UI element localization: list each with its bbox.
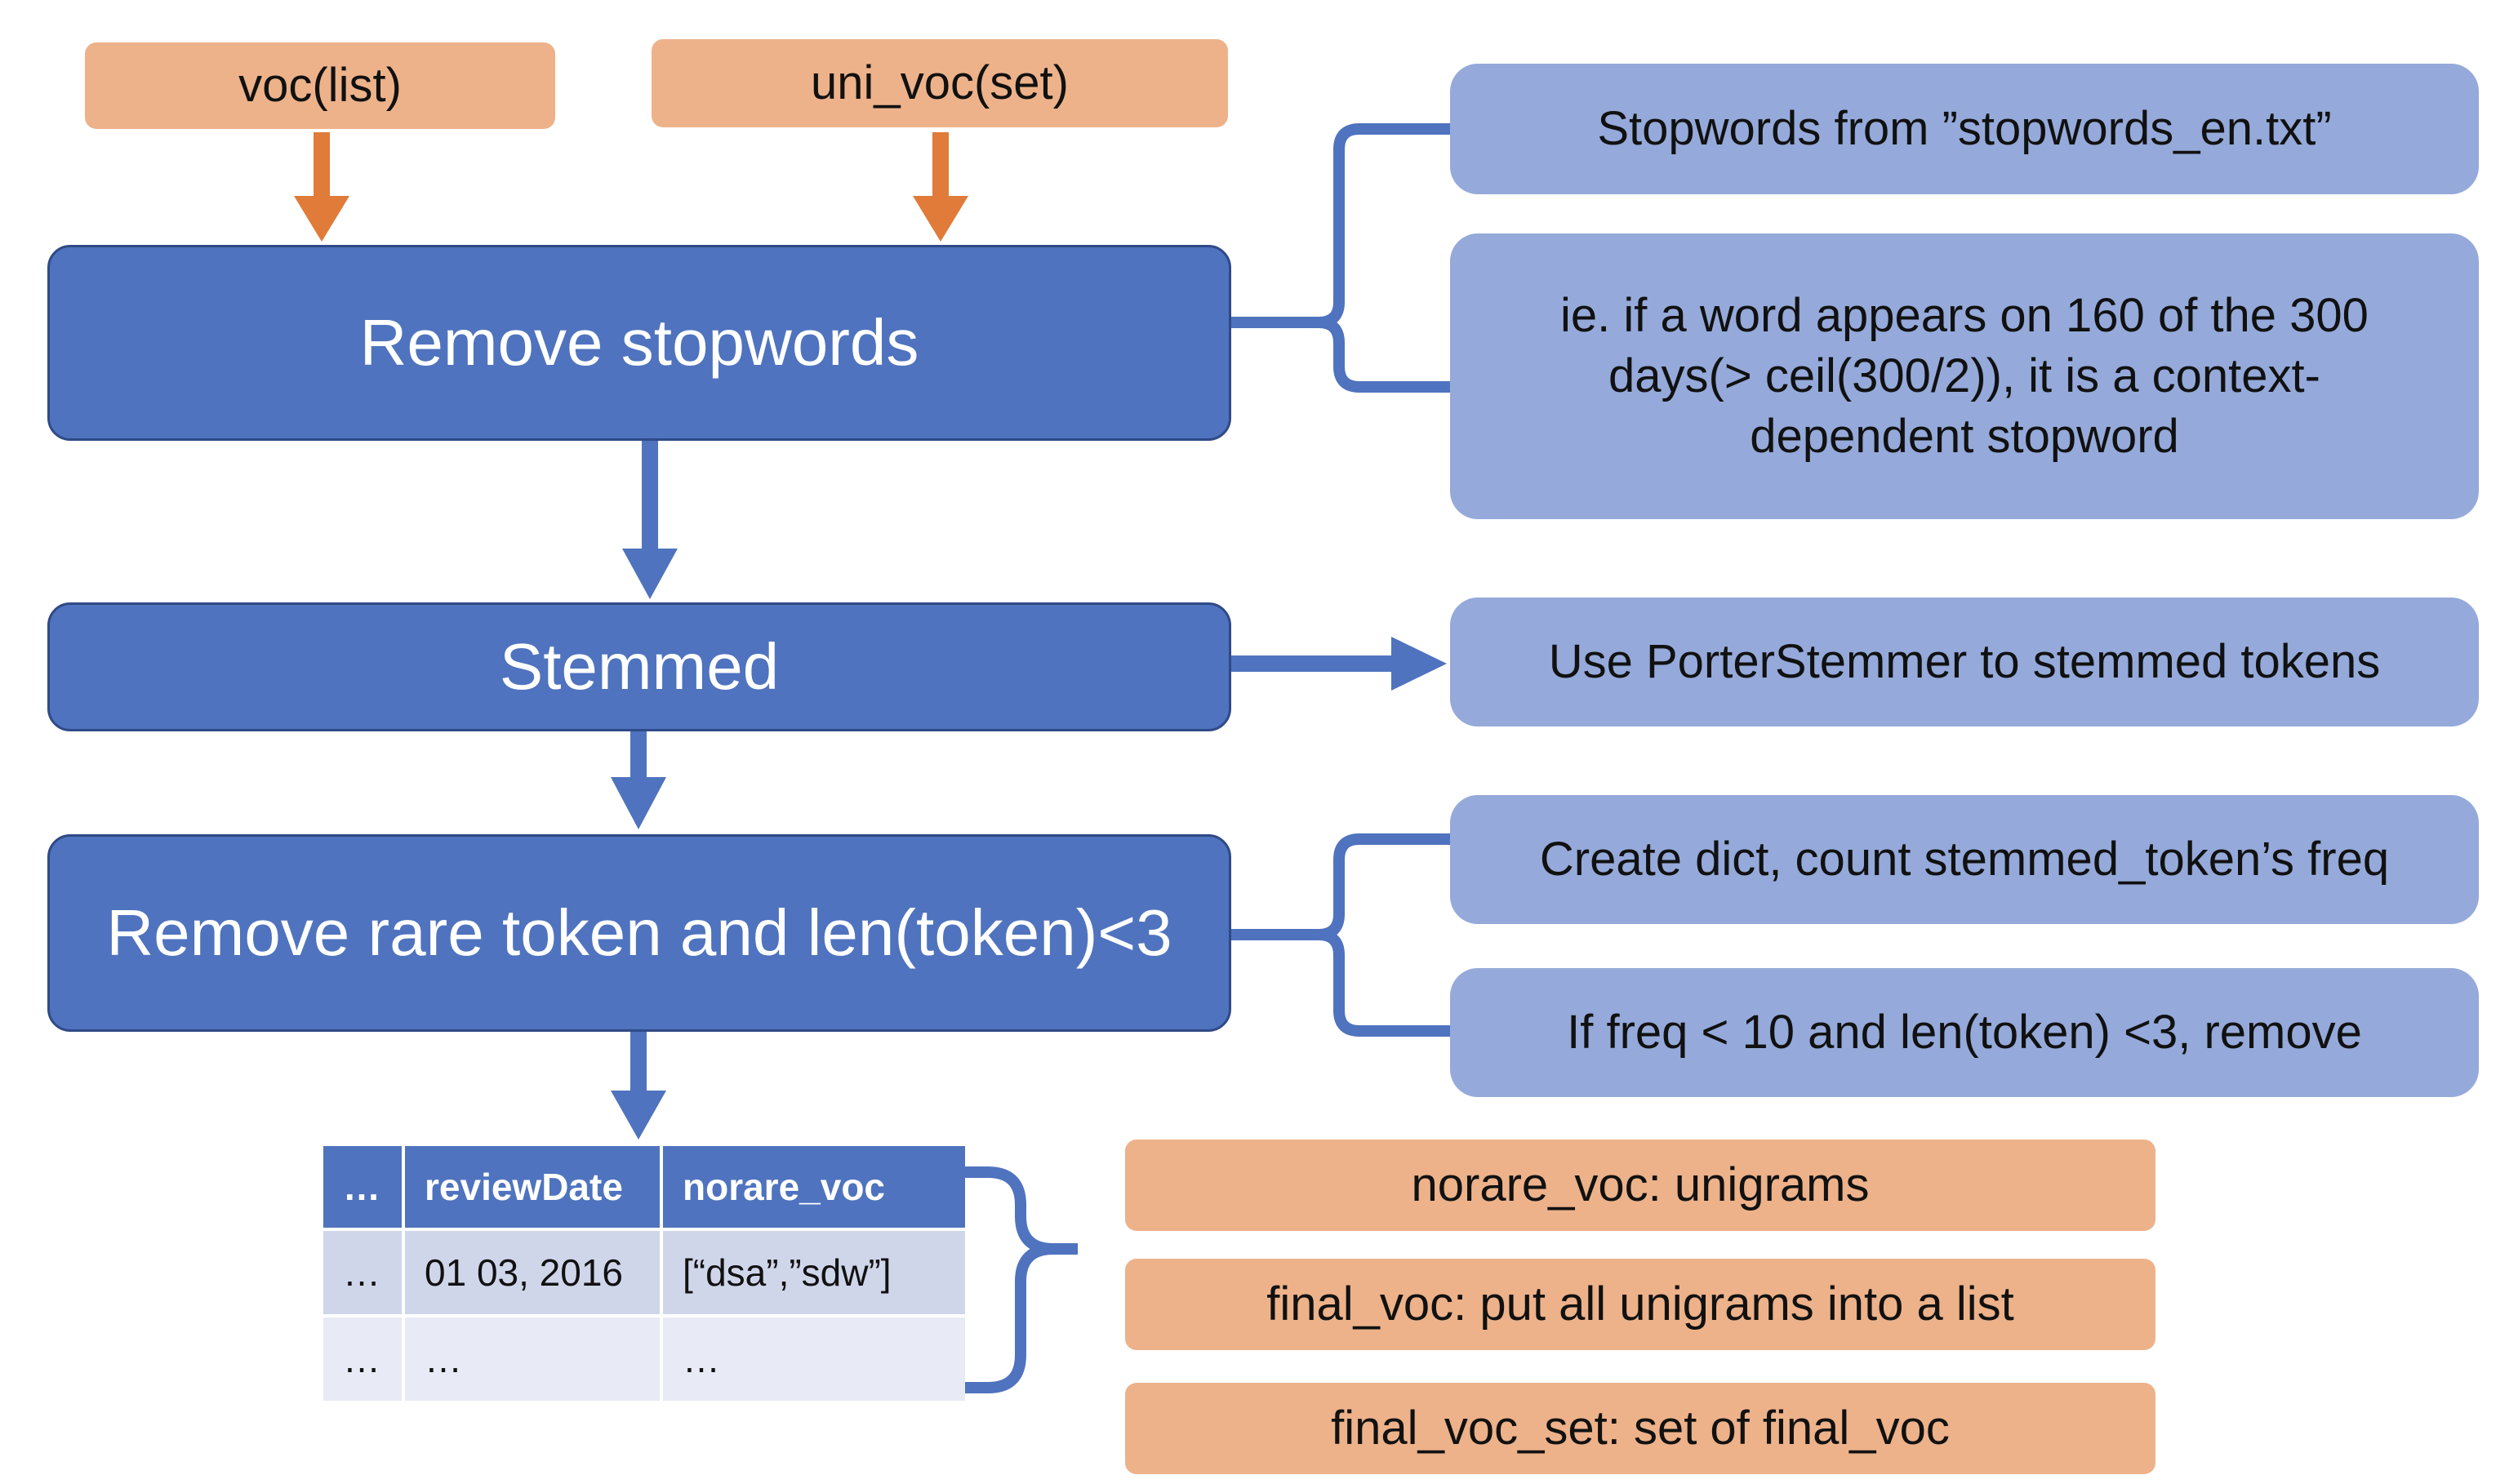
context-stopword-text: ie. if a word appears on 160 of the 300 …: [1560, 288, 2369, 464]
context-stopword-note: ie. if a word appears on 160 of the 300 …: [1450, 233, 2479, 519]
arrow-shaft-2: [630, 730, 647, 779]
brackets: [965, 123, 1450, 1393]
stopwords-file-note: Stopwords from ”stopwords_en.txt”: [1450, 64, 2479, 194]
bracket-stopwords: [1231, 123, 1450, 393]
header-ellipsis: …: [323, 1146, 402, 1228]
stopwords-file-text: Stopwords from ”stopwords_en.txt”: [1597, 101, 2332, 155]
arrow-head-3: [611, 1091, 666, 1140]
arrow-shaft-1: [642, 439, 658, 550]
norare-voc-output: norare_voc: unigrams: [1125, 1140, 2155, 1231]
arrow-shaft-right: [1230, 655, 1393, 672]
stemmed-step: Stemmed: [47, 602, 1231, 731]
voc-arrow-shaft: [314, 132, 330, 198]
arrow-shaft-3: [630, 1030, 647, 1092]
flow-arrows: [611, 439, 1447, 1140]
input-arrows: [294, 132, 968, 242]
header-review-date: reviewDate: [405, 1146, 660, 1228]
arrow-head-right: [1391, 637, 1447, 691]
freq-rule-note: If freq < 10 and len(token) <3, remove: [1450, 968, 2479, 1097]
header-norare-voc: norare_voc: [663, 1146, 965, 1228]
voc-input: voc(list): [85, 42, 555, 129]
uni-voc-arrow-head: [913, 196, 968, 242]
remove-rare-step: Remove rare token and len(token)<3: [47, 834, 1231, 1032]
arrow-head-1: [622, 549, 678, 599]
norare-voc-output-text: norare_voc: unigrams: [1411, 1157, 1870, 1211]
arrow-head-2: [611, 777, 666, 829]
final-voc-set-output-text: final_voc_set: set of final_voc: [1331, 1401, 1950, 1455]
table-cell: [“dsa”,”sdw”]: [663, 1231, 965, 1314]
bracket-rare: [1231, 833, 1450, 1037]
final-voc-output: final_voc: put all unigrams into a list: [1125, 1259, 2155, 1350]
table-cell: …: [405, 1317, 660, 1401]
uni-voc-arrow-shaft: [932, 132, 949, 198]
table-header-row: … reviewDate norare_voc: [323, 1146, 965, 1228]
porter-stemmer-text: Use PorterStemmer to stemmed tokens: [1548, 634, 2381, 688]
table-cell: …: [663, 1317, 965, 1401]
table-cell: …: [323, 1317, 402, 1401]
table-row: … … …: [323, 1317, 965, 1401]
bracket-table: [965, 1166, 1078, 1393]
table-row: … 01 03, 2016 [“dsa”,”sdw”]: [323, 1231, 965, 1314]
table-cell: 01 03, 2016: [405, 1231, 660, 1314]
remove-stopwords-label: Remove stopwords: [359, 305, 919, 379]
final-voc-set-output: final_voc_set: set of final_voc: [1125, 1383, 2155, 1474]
review-table: … reviewDate norare_voc … 01 03, 2016 [“…: [320, 1143, 968, 1404]
porter-stemmer-note: Use PorterStemmer to stemmed tokens: [1450, 598, 2479, 726]
create-dict-text: Create dict, count stemmed_token’s freq: [1539, 832, 2390, 886]
table-cell: …: [323, 1231, 402, 1314]
final-voc-output-text: final_voc: put all unigrams into a list: [1266, 1277, 2014, 1331]
voc-arrow-head: [294, 196, 349, 242]
uni-voc-input-label: uni_voc(set): [811, 56, 1069, 109]
stemmed-label: Stemmed: [499, 629, 780, 703]
uni-voc-input: uni_voc(set): [652, 39, 1228, 127]
freq-rule-text: If freq < 10 and len(token) <3, remove: [1567, 1005, 2362, 1059]
remove-stopwords-step: Remove stopwords: [47, 245, 1231, 441]
create-dict-note: Create dict, count stemmed_token’s freq: [1450, 795, 2479, 924]
remove-rare-label: Remove rare token and len(token)<3: [106, 895, 1172, 969]
voc-input-label: voc(list): [238, 58, 402, 112]
